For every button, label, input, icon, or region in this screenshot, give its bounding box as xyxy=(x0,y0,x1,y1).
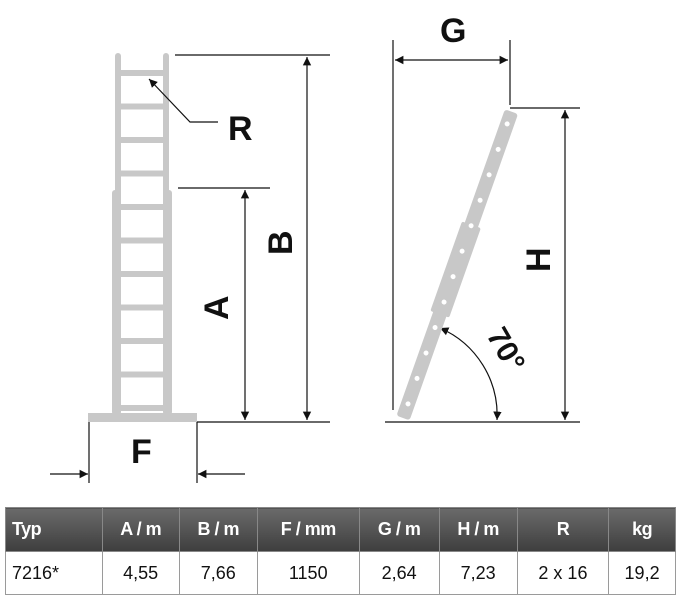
rung-hole xyxy=(477,197,483,203)
ladder-rung xyxy=(118,137,166,143)
label-r: R xyxy=(228,110,253,148)
rung-hole xyxy=(423,350,429,356)
header-r: R xyxy=(516,507,610,552)
ladder-rung xyxy=(118,70,166,76)
ladder-rung xyxy=(118,304,166,311)
label-b: B xyxy=(262,230,300,255)
cell-h: 7,23 xyxy=(438,551,518,595)
rung-hole xyxy=(405,401,411,407)
header-h: H / m xyxy=(438,507,518,552)
ladder-rung xyxy=(118,103,166,110)
ladder-rung xyxy=(118,371,166,378)
header-b: B / m xyxy=(178,507,258,552)
header-f: F / mm xyxy=(256,507,360,552)
ladder-diagram: R F G A B H 70° xyxy=(50,12,580,483)
ladder-rung xyxy=(118,237,166,244)
rung-hole xyxy=(450,274,456,280)
spec-table: Typ A / m B / m F / mm G / m H / m R kg … xyxy=(5,507,676,595)
rung-hole xyxy=(468,223,474,229)
ladder-rung xyxy=(118,170,166,177)
label-f: F xyxy=(131,433,152,471)
label-a: A xyxy=(198,295,236,320)
cell-f: 1150 xyxy=(256,551,360,595)
cell-typ: 7216* xyxy=(5,551,103,595)
rung-hole xyxy=(432,325,438,331)
leaning-ladder xyxy=(397,110,518,420)
rung-hole xyxy=(495,146,501,152)
header-g: G / m xyxy=(358,507,440,552)
cell-b: 7,66 xyxy=(178,551,258,595)
cell-r: 2 x 16 xyxy=(516,551,610,595)
table-row: 7216* 4,55 7,66 1150 2,64 7,23 2 x 16 19… xyxy=(5,551,676,595)
rung-hole xyxy=(486,172,492,178)
cell-kg: 19,2 xyxy=(608,551,676,595)
label-h: H xyxy=(520,247,558,272)
ladder-rung xyxy=(118,405,166,411)
label-g: G xyxy=(440,12,466,50)
label-angle: 70° xyxy=(480,322,531,378)
header-typ: Typ xyxy=(5,507,103,552)
ladder-rung xyxy=(118,271,166,277)
ladder-rung xyxy=(118,204,166,210)
ladder-rung xyxy=(118,338,166,344)
dimension-lines xyxy=(50,40,580,483)
rung-hole xyxy=(504,121,510,127)
rung-hole xyxy=(459,248,465,254)
cell-g: 2,64 xyxy=(358,551,440,595)
standing-ladder xyxy=(88,53,197,422)
cell-a: 4,55 xyxy=(101,551,180,595)
rung-hole xyxy=(414,375,420,381)
header-kg: kg xyxy=(608,507,676,552)
rung-hole xyxy=(441,299,447,305)
table-header-row: Typ A / m B / m F / mm G / m H / m R kg xyxy=(5,507,676,552)
header-a: A / m xyxy=(101,507,180,552)
